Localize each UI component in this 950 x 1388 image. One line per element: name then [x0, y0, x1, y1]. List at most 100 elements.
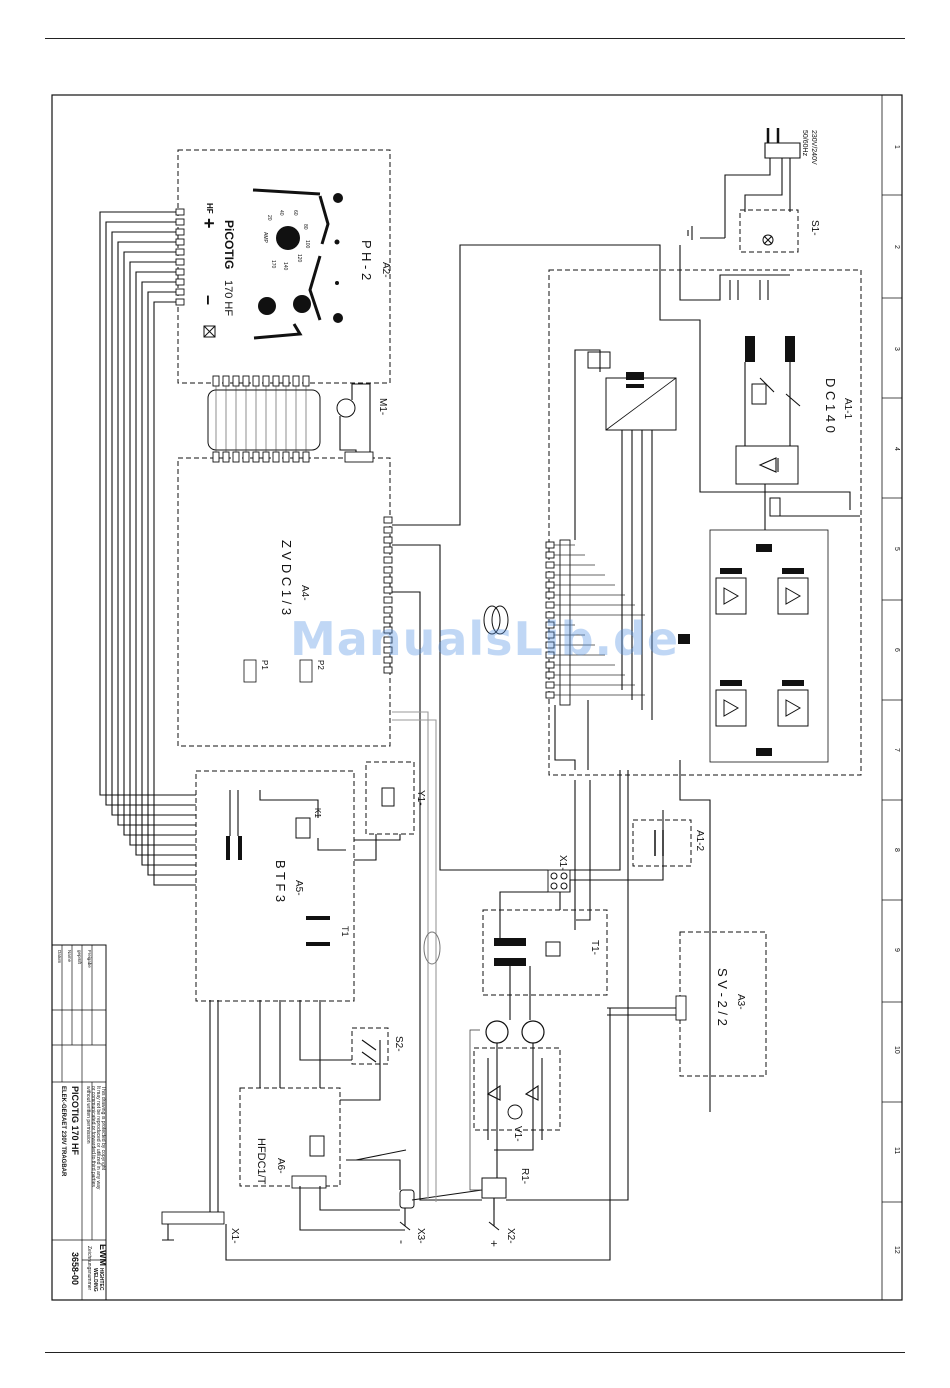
wire	[141, 281, 196, 866]
company-line-3: WELDING	[92, 1268, 98, 1292]
led-1	[333, 193, 343, 203]
wire	[574, 349, 601, 540]
a6-id: A6-	[275, 1158, 286, 1174]
a2-left-connector	[175, 208, 185, 306]
supply-voltage: 230V/240V	[810, 130, 817, 165]
wire	[147, 291, 196, 876]
grid-number-12: 12	[893, 1246, 900, 1254]
svg-text:20: 20	[266, 215, 272, 221]
potentiometer-p1	[243, 659, 257, 683]
wire	[494, 1043, 534, 1178]
copyright-1: This drawing is protected by copyright	[100, 1086, 106, 1171]
grid-number-6: 6	[893, 648, 900, 652]
s2-label: S2-	[393, 1036, 404, 1052]
wire	[392, 544, 548, 871]
wire	[509, 966, 531, 1020]
module-a6-hfdc: A6- HFDC1/T	[239, 1087, 341, 1189]
a3-id: A3-	[735, 994, 746, 1010]
module-a1-1-dc140: A1-1 D C 1 4 0	[545, 269, 862, 776]
mains-switch-s1: S1-	[739, 209, 820, 253]
knob-left	[258, 297, 276, 315]
a1-1-name: D C 1 4 0	[823, 378, 838, 433]
grid-number-5: 5	[893, 547, 900, 551]
drawing-frame	[51, 94, 903, 1301]
title-block: Datum Name geprüft Freigabe This drawing…	[51, 944, 108, 1301]
mains-plug: 230V/240V 50/60Hz	[687, 128, 817, 240]
a5-name: B T F 3	[273, 860, 288, 902]
wiring	[99, 211, 860, 1261]
a2-id: A2-	[380, 262, 391, 278]
current-dial-scale: 20 40 60 80 100 120 140 170	[266, 210, 310, 271]
supply-frequency: 50/60Hz	[801, 130, 808, 157]
wire	[411, 1189, 495, 1210]
gas-valve-y1: Y1-	[365, 761, 426, 835]
wire	[392, 244, 661, 526]
p1-label: P1	[260, 660, 269, 670]
panel-hf: HF	[205, 203, 214, 214]
grid-number-11: 11	[893, 1147, 900, 1154]
wire	[392, 711, 429, 1200]
v1-label: V1-	[512, 1126, 523, 1142]
r1-label: R1-	[519, 1168, 530, 1184]
wire	[554, 700, 589, 770]
t1-b-label: T1-	[589, 940, 600, 955]
wire	[679, 245, 790, 301]
wire	[659, 270, 851, 510]
potentiometer-p2	[299, 659, 313, 683]
grid-number-4: 4	[893, 447, 900, 451]
footer-rule	[45, 1352, 905, 1353]
a2-name: P H - 2	[359, 240, 374, 280]
wire	[117, 241, 196, 826]
led-4	[335, 281, 339, 285]
module-a5-btf3: A5- B T F 3 K1 T1	[195, 770, 355, 1002]
title-row-3: geprüft	[77, 950, 82, 965]
grid-number-10: 10	[893, 1046, 900, 1054]
title-row-1: Datum	[57, 950, 62, 964]
wire	[392, 719, 437, 1202]
x1-label: X1-	[557, 855, 568, 871]
company-line-2: HIGHTEC	[98, 1268, 104, 1291]
wire	[392, 591, 482, 1201]
svg-text:120: 120	[296, 254, 302, 263]
a1-1-id: A1-1	[842, 398, 853, 420]
knob-right	[293, 295, 311, 313]
wire	[574, 780, 591, 930]
module-a3-sv: A3- S V - 2 / 2	[675, 931, 767, 1077]
title-row-4: Freigabe	[87, 950, 92, 968]
wire	[744, 362, 860, 530]
company-line-1: EWM	[98, 1244, 108, 1266]
wire	[209, 1000, 321, 1212]
grid-number-1: 1	[893, 145, 900, 149]
a6-name: HFDC1/T	[255, 1138, 267, 1185]
title-row-2: Name	[67, 950, 72, 963]
wire	[346, 1149, 407, 1190]
a5-id: A5-	[293, 880, 304, 896]
svg-text:80: 80	[302, 224, 308, 230]
grid-number-labels: 1 2 3 4 5 6 7 8 9 10 11 12	[893, 145, 900, 1254]
main-transformer-t1: T1-	[482, 909, 608, 996]
panel-mode-bracket-bottom	[253, 255, 322, 340]
panel-symbol-box	[203, 325, 216, 338]
ribbon-cable	[207, 375, 321, 463]
drawing-number: 3658-00	[70, 1252, 80, 1285]
copyright-2: It may not be reproduced or utilized in …	[95, 1086, 101, 1190]
panel-brand: PiCOTIG	[222, 220, 236, 269]
svg-text:170: 170	[270, 260, 276, 269]
grid-number-3: 3	[893, 347, 900, 351]
panel-mode-bracket-top	[252, 188, 330, 245]
wire	[569, 810, 664, 892]
header-rule	[45, 38, 905, 39]
fan-m1: M1-	[336, 383, 388, 463]
panel-amp: AMP	[262, 232, 268, 244]
s1-label: S1-	[809, 220, 820, 236]
shunt-r1: R1-	[481, 1168, 530, 1199]
wire	[123, 251, 196, 836]
wire	[354, 834, 401, 861]
wire	[469, 1029, 482, 1191]
wire	[340, 1040, 381, 1101]
wire	[225, 1007, 676, 1261]
a4-name: Z V D C 1 / 3	[279, 540, 294, 615]
t1-a-label: T1	[340, 926, 350, 937]
svg-text:60: 60	[292, 210, 298, 216]
